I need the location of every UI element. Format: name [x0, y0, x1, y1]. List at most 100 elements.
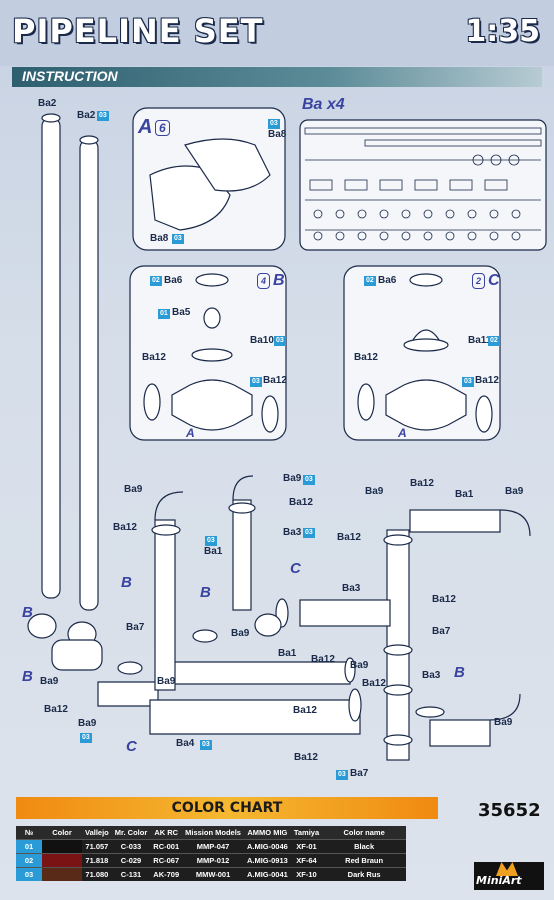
part-label: Ba9	[124, 484, 143, 495]
part-label: Ba2	[38, 98, 57, 109]
row-number: 02	[16, 853, 42, 868]
part-label: Ba8	[150, 233, 169, 244]
ammo-cell: A.MIG-0046	[243, 839, 291, 854]
sub-assembly-letter: A	[186, 426, 195, 440]
color-tag: 01	[158, 309, 170, 319]
step-b-letter: B	[273, 272, 285, 289]
part-label: Ba7	[432, 626, 451, 637]
part-label: Ba12	[44, 704, 68, 715]
vallejo-cell: 71.080	[82, 867, 112, 881]
ak-cell: RC-001	[150, 839, 183, 854]
row-number: 01	[16, 839, 42, 854]
table-row: 01 71.057 C-033 RC-001 MMP-047 A.MIG-004…	[16, 839, 407, 854]
mr-color-cell: C-029	[111, 853, 151, 868]
part-label: Ba2	[77, 110, 96, 121]
sub-assembly-letter: B	[22, 668, 33, 685]
color-tag: 03	[172, 234, 184, 244]
column-header: Mission Models	[182, 826, 244, 840]
part-label: Ba12	[362, 678, 386, 689]
table-row: 02 71.818 C-029 RC-067 MMP-012 A.MIG-091…	[16, 853, 407, 868]
column-header: №	[16, 826, 42, 840]
ak-cell: AK-709	[150, 867, 183, 881]
color-swatch	[42, 867, 82, 881]
sub-assembly-letter: B	[200, 584, 211, 601]
mission-cell: MMP-012	[182, 853, 244, 868]
mr-color-cell: C-033	[111, 839, 151, 854]
mission-cell: MMP-047	[182, 839, 244, 854]
instruction-heading: INSTRUCTION	[22, 68, 118, 84]
ammo-cell: A.MIG-0913	[243, 853, 291, 868]
part-label: Ba1	[455, 489, 474, 500]
color-tag: 03	[200, 740, 212, 750]
table-row: 03 71.080 C-131 AK-709 MMW-001 A.MIG-004…	[16, 867, 407, 881]
part-label: Ba12	[294, 752, 318, 763]
column-header: Vallejo	[82, 826, 112, 840]
row-number: 03	[16, 867, 42, 881]
sub-assembly-letter: C	[290, 560, 301, 577]
header	[0, 0, 554, 66]
vallejo-cell: 71.818	[82, 853, 112, 868]
part-label: Ba7	[126, 622, 145, 633]
brand-logo-text: MiniArt	[476, 874, 522, 887]
ak-cell: RC-067	[150, 853, 183, 868]
column-header: Color name	[322, 826, 407, 840]
color-tag: 02	[364, 276, 376, 286]
column-header: AMMO MIG	[243, 826, 291, 840]
scale-label: 1:35	[465, 14, 540, 49]
color-chart-table: № Color Vallejo Mr. Color AK RC Mission …	[16, 826, 407, 881]
color-tag: 03	[250, 377, 262, 387]
part-label: Ba3	[342, 583, 361, 594]
step-c-letter: C	[488, 272, 500, 289]
color-swatch	[42, 853, 82, 868]
mission-cell: MMW-001	[182, 867, 244, 881]
part-label: Ba12	[113, 522, 137, 533]
color-tag: 03	[462, 377, 474, 387]
step-c-quantity: 2	[472, 273, 486, 289]
color-tag: 03	[97, 111, 109, 121]
sprue-label: Ba x4	[302, 96, 345, 113]
part-label: Ba12	[142, 352, 166, 363]
color-tag: 03	[268, 119, 280, 129]
color-tag: 02	[150, 276, 162, 286]
part-label: Ba12	[475, 375, 499, 386]
column-header: Mr. Color	[111, 826, 151, 840]
part-label: Ba9	[350, 660, 369, 671]
sub-assembly-letter: B	[22, 604, 33, 621]
color-name-cell: Red Braun	[322, 853, 407, 868]
part-label: Ba10	[250, 335, 274, 346]
part-label: Ba9	[78, 718, 97, 729]
part-label: Ba8	[268, 129, 287, 140]
column-header: Tamiya	[290, 826, 323, 840]
instruction-bar	[12, 67, 542, 87]
part-label: Ba1	[204, 546, 223, 557]
column-header: AK RC	[150, 826, 183, 840]
tamiya-cell: XF-64	[290, 853, 323, 868]
color-tag: 02	[488, 336, 500, 346]
color-swatch	[42, 839, 82, 854]
part-label: Ba6	[164, 275, 183, 286]
part-label: Ba12	[354, 352, 378, 363]
part-label: Ba12	[432, 594, 456, 605]
vallejo-cell: 71.057	[82, 839, 112, 854]
part-label: Ba9	[157, 676, 176, 687]
assembly-drawing	[27, 107, 547, 761]
color-tag: 03	[336, 770, 348, 780]
brand-logo	[474, 862, 544, 890]
sub-assembly-letter: A	[398, 426, 407, 440]
part-label: Ba9	[365, 486, 384, 497]
step-b-quantity: 4	[257, 273, 271, 289]
part-label: Ba5	[172, 307, 191, 318]
part-label: Ba3	[422, 670, 441, 681]
ammo-cell: A.MIG-0041	[243, 867, 291, 881]
color-chart-bar	[16, 797, 438, 819]
part-label: Ba9	[40, 676, 59, 687]
tamiya-cell: XF-10	[290, 867, 323, 881]
part-label: Ba12	[289, 497, 313, 508]
color-tag: 03	[80, 733, 92, 743]
table-header-row: № Color Vallejo Mr. Color AK RC Mission …	[16, 826, 407, 840]
tamiya-cell: XF-01	[290, 839, 323, 854]
sub-assembly-letter: C	[126, 738, 137, 755]
column-header: Color	[42, 826, 82, 840]
color-tag: 03	[303, 528, 315, 538]
part-label: Ba9	[283, 473, 302, 484]
